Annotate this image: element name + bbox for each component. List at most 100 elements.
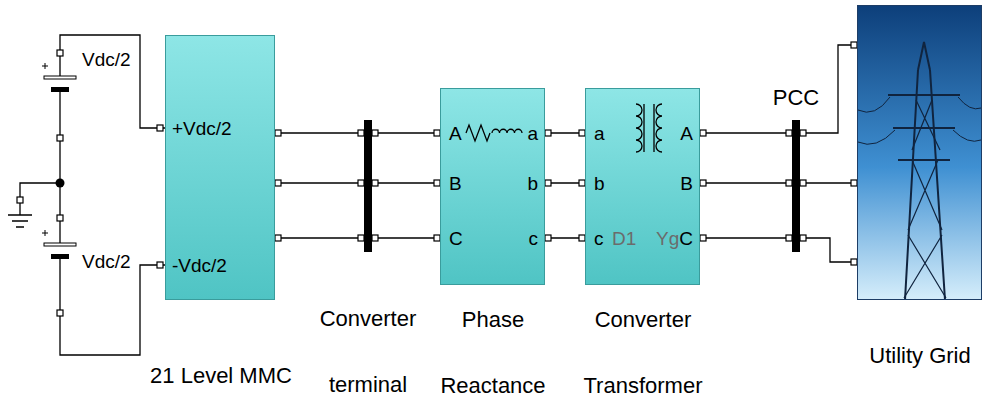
ground-symbol (8, 215, 32, 227)
voltage-label: Vdc/2 (82, 251, 131, 273)
port-marker (800, 180, 806, 186)
port-label: C (449, 228, 463, 250)
wire-connector (372, 235, 440, 241)
block-fill (165, 35, 275, 300)
port-label: c (529, 228, 539, 250)
block-caption: 21 Level MMC (150, 363, 292, 388)
port-marker (800, 130, 806, 136)
wire-line (372, 237, 440, 238)
reactance-symbol (466, 125, 522, 141)
wire-connector (700, 180, 792, 186)
port-label: B (449, 173, 462, 195)
port-label: A (680, 123, 693, 145)
port-label: -Vdc/2 (172, 255, 227, 277)
wire (59, 90, 60, 245)
wire-line (372, 132, 440, 133)
mmc-block: +Vdc/2-Vdc/221 Level MMC (165, 35, 275, 300)
resistor-symbol (466, 125, 490, 141)
transformer-block: abcD1YgABCConverter Transformer (585, 88, 700, 285)
reactance-block: ABCabcPhase Reactance (440, 88, 545, 285)
port-markers (17, 50, 163, 316)
wire-connector (700, 130, 792, 136)
port-marker (57, 135, 63, 141)
grid-image: Utility Grid (857, 5, 982, 300)
winding-symbol (636, 104, 642, 152)
block-caption: Phase Reactance (428, 287, 558, 408)
block-caption: Converter Transformer (573, 287, 713, 408)
tower-illustration (858, 42, 981, 300)
block-fill (585, 88, 700, 285)
port-label: C (679, 228, 693, 250)
core-line (644, 104, 654, 152)
sky-background (857, 5, 982, 300)
port-marker (372, 130, 378, 136)
port-marker (700, 235, 706, 241)
port-marker (545, 180, 551, 186)
port-marker (545, 130, 551, 136)
tower-arm (888, 95, 960, 160)
winding-symbol (656, 104, 662, 152)
wire-line (275, 132, 364, 133)
port-marker (700, 130, 706, 136)
port-marker (372, 235, 378, 241)
port-marker (157, 262, 163, 268)
port-label: +Vdc/2 (172, 118, 232, 140)
wire-connector (545, 235, 585, 241)
port-label: b (527, 173, 538, 195)
inductor-symbol (492, 129, 522, 133)
voltage-label: Vdc/2 (82, 49, 131, 71)
port-marker (57, 215, 63, 221)
wire-line (700, 237, 792, 238)
wire-connector (372, 130, 440, 136)
power-cable (858, 97, 981, 144)
battery-plate (51, 87, 69, 92)
wire-connector (800, 235, 857, 265)
wire-connector (545, 180, 585, 186)
port-marker (275, 180, 281, 186)
wire-line (700, 182, 792, 183)
wire-connector (275, 235, 364, 241)
port-label: a (527, 123, 538, 145)
wire-connector (800, 180, 857, 186)
block-fill (440, 88, 545, 285)
wire-connector (372, 180, 440, 186)
port-marker (275, 235, 281, 241)
port-marker (545, 235, 551, 241)
winding-label: D1 (612, 228, 636, 250)
junction-dot (56, 179, 65, 188)
battery-symbol (42, 63, 76, 259)
battery-plate (51, 254, 69, 259)
polarity-mark (42, 63, 48, 236)
block-caption: Utility Grid (869, 343, 970, 368)
port-marker (800, 235, 806, 241)
port-marker (275, 130, 281, 136)
wire-connector (700, 235, 792, 241)
port-label: B (680, 173, 693, 195)
port-label: c (594, 228, 604, 250)
wire-connector (275, 180, 364, 186)
wire-line (275, 182, 364, 183)
tower-leg (905, 70, 945, 300)
battery-plate (44, 243, 76, 246)
block-caption: PCC (773, 85, 819, 110)
bus-bar: Converter terminal (364, 120, 372, 252)
port-label: A (449, 123, 462, 145)
ground-wire (20, 183, 60, 215)
port-marker (57, 50, 63, 56)
port-label: a (594, 123, 605, 145)
transformer-symbol (636, 104, 662, 152)
wire-line (800, 182, 857, 183)
port-marker (17, 197, 23, 203)
wire (60, 258, 165, 355)
port-marker (700, 180, 706, 186)
battery-plate (44, 76, 76, 79)
wire-line (700, 132, 792, 133)
wire-connector (275, 130, 364, 136)
wire-connector (545, 130, 585, 136)
tower-peak (918, 42, 930, 70)
block-caption: Converter terminal (308, 286, 428, 408)
wire-line (372, 182, 440, 183)
